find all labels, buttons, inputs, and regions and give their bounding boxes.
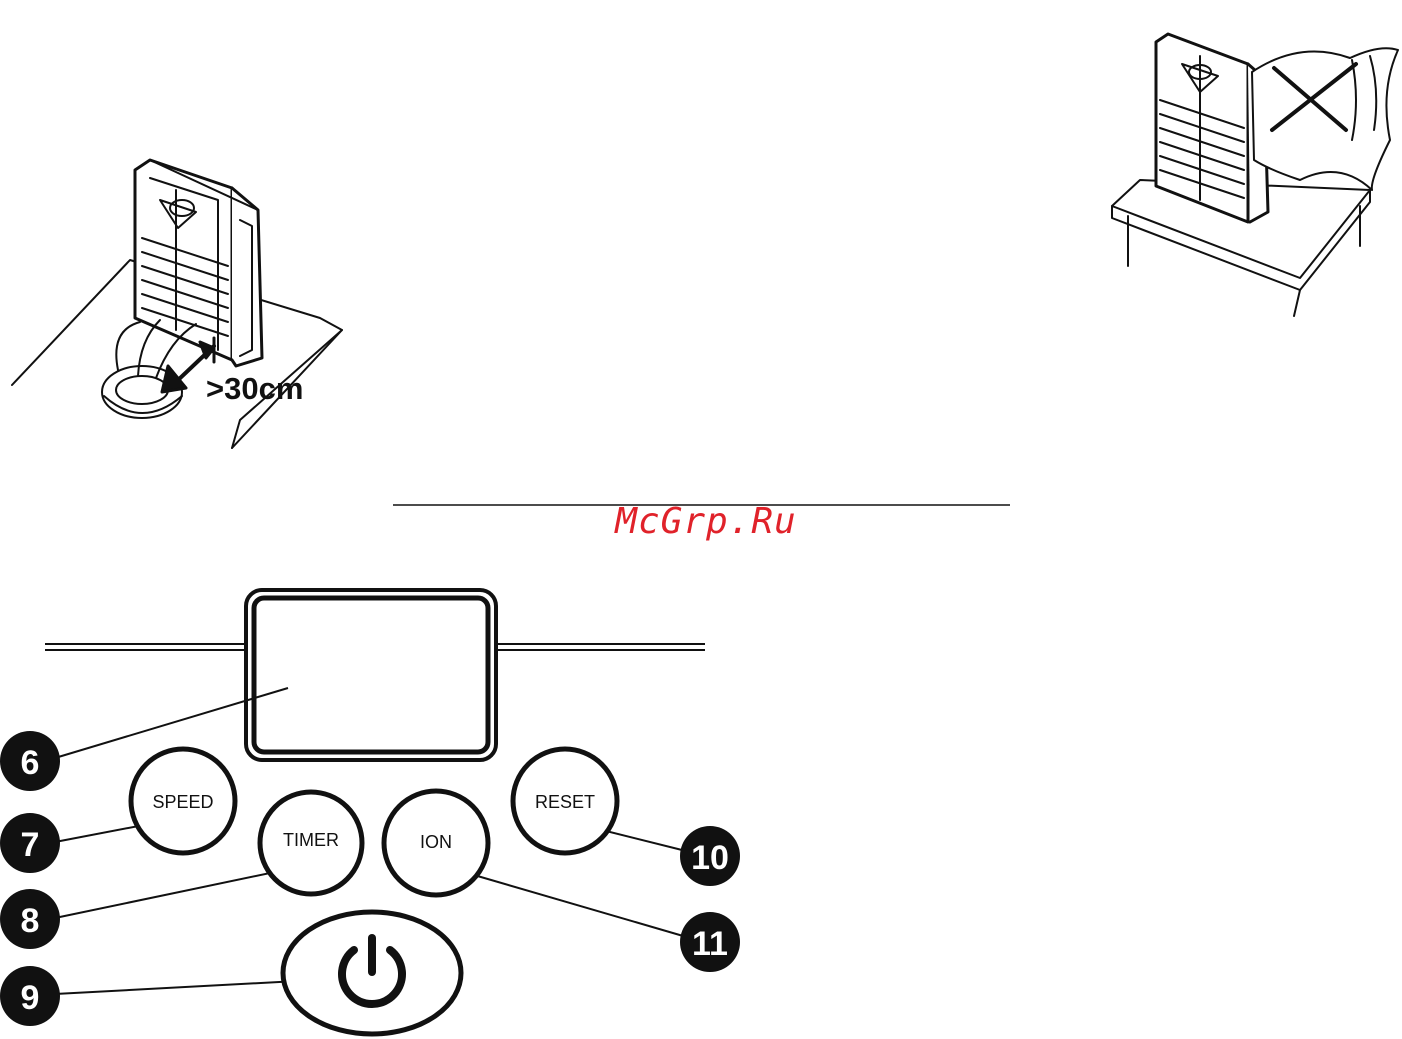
timer-button[interactable]: TIMER (260, 792, 362, 894)
distance-label: >30cm (206, 371, 303, 406)
svg-text:6: 6 (21, 744, 40, 782)
svg-text:9: 9 (21, 979, 40, 1017)
do-not-cover-illustration (1112, 34, 1398, 316)
speed-button-label: SPEED (152, 792, 213, 812)
callout-11: 11 (680, 912, 740, 972)
svg-text:11: 11 (692, 925, 728, 963)
speed-button[interactable]: SPEED (131, 749, 235, 853)
callout-6: 6 (0, 731, 60, 791)
svg-text:7: 7 (21, 826, 40, 864)
reset-button[interactable]: RESET (513, 749, 617, 853)
svg-text:10: 10 (691, 839, 729, 877)
callout-7: 7 (0, 813, 60, 873)
ion-button-label: ION (420, 832, 452, 852)
ion-button[interactable]: ION (384, 791, 488, 895)
callout-8: 8 (0, 889, 60, 949)
power-button[interactable] (283, 912, 461, 1034)
watermark-text: McGrp.Ru (613, 501, 796, 542)
display-screen (246, 590, 496, 760)
timer-button-label: TIMER (283, 830, 339, 850)
callout-9: 9 (0, 966, 60, 1026)
callout-10: 10 (680, 826, 740, 886)
reset-button-label: RESET (535, 792, 595, 812)
purifier-side (232, 188, 262, 366)
control-panel: SPEED TIMER ION RESET 6 7 (0, 590, 740, 1034)
svg-text:8: 8 (21, 902, 40, 940)
